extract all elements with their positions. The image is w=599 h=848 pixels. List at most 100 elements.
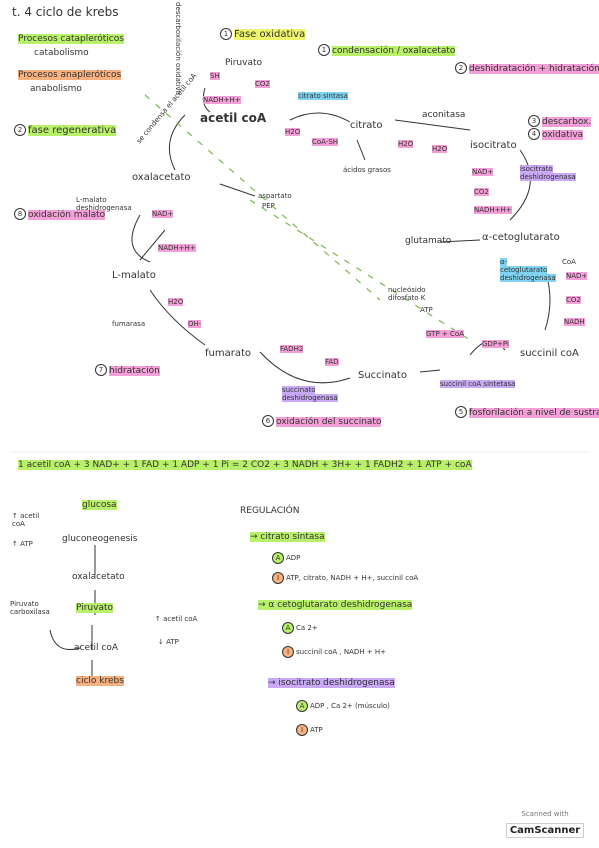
activator-icon: A xyxy=(282,622,294,634)
succinil-coa-label: succinil coA xyxy=(520,348,579,359)
activator-icon: A xyxy=(296,700,308,712)
acetil-coa-lower-label: acetil coA xyxy=(74,643,119,653)
ciclo-krebs-label: ciclo krebs xyxy=(76,676,124,686)
reg-enzyme-1-inhibitor: ATP, citrato, NADH + H+, succinil coA xyxy=(286,574,419,582)
phase-number-icon: 8 xyxy=(14,208,26,220)
co2-b-label: CO2 xyxy=(474,188,489,196)
h2o-b-label: H2O xyxy=(398,140,414,148)
inhibitor-icon: I xyxy=(296,724,308,736)
anabolismo-label: anabolismo xyxy=(30,84,82,94)
catapleroticos-label: Procesos catapleróticos xyxy=(18,34,124,44)
fase-regenerativa-label: fase regenerativa xyxy=(28,125,117,136)
phase-1-label: condensación / oxalacetato xyxy=(332,45,456,56)
nad-b-label: NAD+ xyxy=(152,210,174,218)
phase-7-label: hidratación xyxy=(109,365,160,376)
l-malato-label: L-malato xyxy=(112,270,156,281)
fadh2-label: FADH2 xyxy=(280,345,304,353)
succinil-coa-sintetasa-label: succinil coA sintetasa xyxy=(440,380,516,388)
phase-3b-label: oxidativa xyxy=(542,129,584,140)
gluconeogenesis-label: gluconeogenesis xyxy=(62,534,138,544)
nadh-d-label: NADH xyxy=(564,318,585,326)
phase-6-label: oxidación del succinato xyxy=(276,416,382,427)
phase-5-label: fosforilación a nivel de sustrato xyxy=(469,407,599,418)
aspartato-label: aspartato xyxy=(258,192,292,200)
anapleroticos-label: Procesos anapleróticos xyxy=(18,70,122,80)
fumarato-label: fumarato xyxy=(205,348,252,359)
acidos-grasos-label: ácidos grasos xyxy=(343,166,391,174)
gtp-coa-label: GTP + CoA xyxy=(426,330,464,338)
phase-4-label: oxidación malato xyxy=(28,209,106,220)
phase-number-icon: 2 xyxy=(14,124,26,136)
catabolismo-label: catabolismo xyxy=(34,48,89,58)
activator-icon: A xyxy=(272,552,284,564)
page-title: t. 4 ciclo de krebs xyxy=(12,5,119,19)
phase-number-icon: 5 xyxy=(455,406,467,418)
phase-number-icon: 4 xyxy=(528,128,540,140)
phase-number-icon: 1 xyxy=(220,28,232,40)
phase-number-icon: 6 xyxy=(262,415,274,427)
nad-c-label: NAD+ xyxy=(566,272,588,280)
h2o-label: H2O xyxy=(285,128,301,136)
reg-enzyme-3: → isocitrato deshidrogenasa xyxy=(268,678,395,688)
inhibitor-icon: I xyxy=(272,572,284,584)
reg-enzyme-1: → citrato sintasa xyxy=(250,532,325,542)
fumarasa-label: fumarasa xyxy=(112,320,146,328)
fase-oxidativa-label: Fase oxidativa xyxy=(234,29,306,40)
nad-label: NAD+ xyxy=(472,168,494,176)
reg-enzyme-2: → α cetoglutarato deshidrogenasa xyxy=(258,600,413,610)
reg-enzyme-2-activator: Ca 2+ xyxy=(296,624,318,632)
glutamato-label: glutamato xyxy=(405,236,452,246)
regulacion-title: REGULACIÓN xyxy=(240,506,300,516)
scanner-brand: CamScanner xyxy=(505,823,585,838)
inhibitor-icon: I xyxy=(282,646,294,658)
phase-number-icon: 7 xyxy=(95,364,107,376)
coa-sh-label: CoA-SH xyxy=(312,138,339,146)
l-malato-desh-label: L-malato deshidrogenasa xyxy=(76,196,132,213)
isocitrato-deshidrogenasa-label: isocitrato deshidrogenasa xyxy=(520,165,576,182)
aconitasa-label: aconitasa xyxy=(422,110,466,120)
phase-number-icon: 1 xyxy=(318,44,330,56)
phase-3a-label: descarbox. xyxy=(542,116,592,127)
nadh-c-label: NADH+H+ xyxy=(158,244,196,252)
h2o-d-label: H2O xyxy=(168,298,184,306)
citrato-label: citrato xyxy=(350,120,383,131)
oxalacetato-label: oxalacetato xyxy=(132,172,191,183)
gdp-pi-label: GDP+Pi xyxy=(482,340,509,348)
fad-label: FAD xyxy=(325,358,339,366)
piruvato-carboxilasa-label: Piruvato carboxilasa xyxy=(10,600,50,617)
nucleosido-label: nucleósido difosfato K xyxy=(388,286,426,303)
sh-label: SH xyxy=(210,72,220,80)
scanner-badge: Scanned with CamScanner xyxy=(503,810,587,838)
co2-c-label: CO2 xyxy=(566,296,581,304)
coa-label: CoA xyxy=(562,258,576,266)
reg-enzyme-3-inhibitor: ATP xyxy=(310,726,323,734)
succinato-label: Succinato xyxy=(358,370,407,381)
atp-label: ATP xyxy=(420,306,433,314)
oh-label: OH- xyxy=(188,320,202,328)
a-cetoglutarato-label: α-cetoglutarato xyxy=(482,232,560,243)
reg-enzyme-1-activator: ADP xyxy=(286,554,301,562)
succinato-desh-label: succinato deshidrogenasa xyxy=(282,386,338,403)
h2o-c-label: H2O xyxy=(432,145,448,153)
phase-2-label: deshidratación + hidratación xyxy=(469,63,599,74)
citrato-sintasa-label: citrato sintasa xyxy=(298,92,348,100)
summary-equation: 1 acetil coA + 3 NAD+ + 1 FAD + 1 ADP + … xyxy=(18,460,472,470)
oxalacetato-lower-label: oxalacetato xyxy=(72,572,125,582)
nadh-b-label: NADH+H+ xyxy=(474,206,512,214)
scanner-top-text: Scanned with xyxy=(521,810,569,818)
reg-enzyme-3-activator: ADP , Ca 2+ (músculo) xyxy=(310,702,390,710)
atp-up-label: ↑ ATP xyxy=(12,540,33,548)
reg-enzyme-2-inhibitor: succinil coA , NADH + H+ xyxy=(296,648,386,656)
descarbox-oxidativa-label: descarboxilación oxidativa xyxy=(174,2,182,95)
glucosa-label: glucosa xyxy=(82,500,117,510)
acetil-coa-right-label: ↑ acetil coA xyxy=(155,615,198,623)
phase-number-icon: 3 xyxy=(528,115,540,127)
isocitrato-label: isocitrato xyxy=(470,140,517,151)
piruvato-lower-label: Piruvato xyxy=(76,603,114,613)
phase-number-icon: 2 xyxy=(455,62,467,74)
nadh-label: NADH+H+ xyxy=(203,96,241,104)
pep-label: PEP xyxy=(262,202,275,210)
acetil-coa-label: acetil coA xyxy=(200,111,267,125)
atp-down-label: ↓ ATP xyxy=(158,638,179,646)
co2-label: CO2 xyxy=(255,80,270,88)
